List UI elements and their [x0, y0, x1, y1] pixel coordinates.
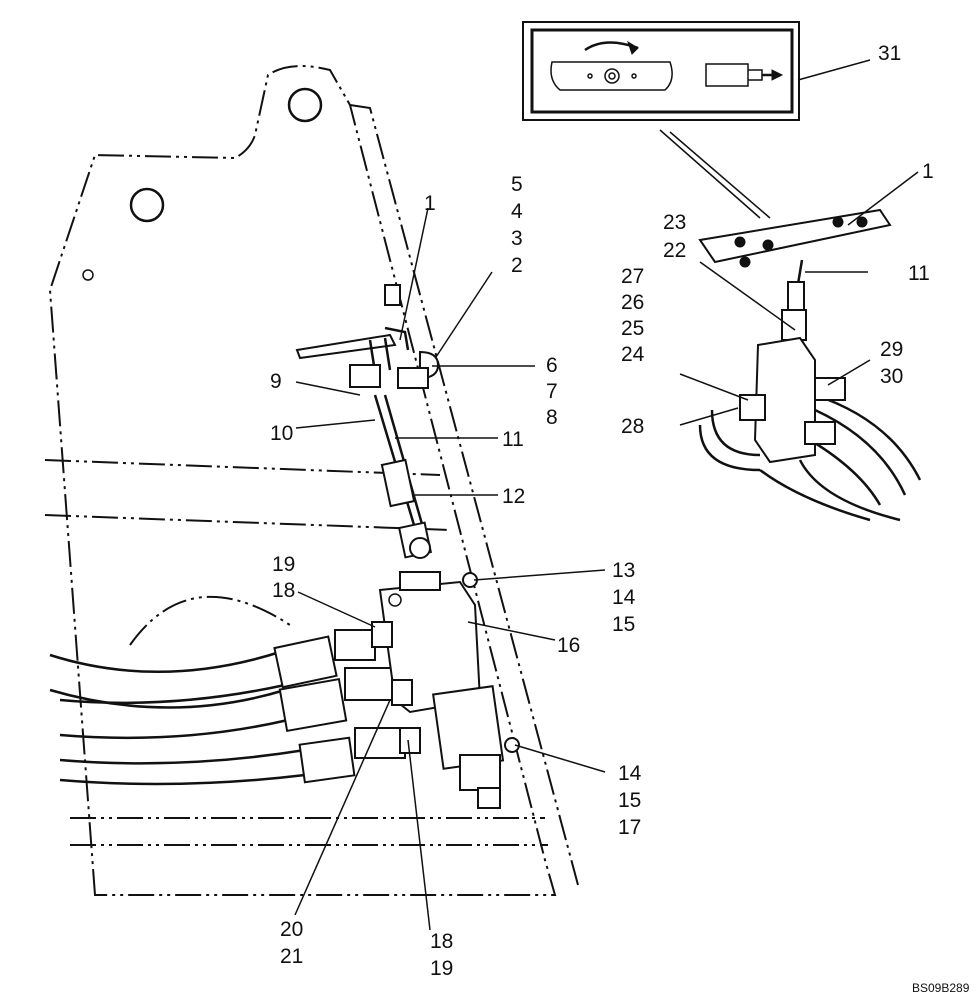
decal-inset	[522, 21, 800, 121]
label-6: 6	[546, 354, 558, 377]
label-25: 25	[621, 317, 644, 340]
label-11-left: 11	[502, 428, 524, 451]
label-20: 20	[280, 918, 303, 941]
label-9: 9	[270, 370, 282, 393]
control-valve-assembly	[371, 571, 520, 809]
label-4: 4	[511, 200, 523, 223]
label-30: 30	[880, 365, 903, 388]
label-17: 17	[618, 816, 641, 839]
label-24: 24	[621, 343, 645, 366]
label-1-left: 1	[424, 192, 436, 215]
loader-frame-outline	[44, 65, 579, 896]
label-15-top: 15	[612, 613, 635, 636]
label-19-top: 19	[272, 553, 295, 576]
label-19-bottom: 19	[430, 957, 453, 980]
control-rod-linkage	[295, 284, 440, 559]
label-29: 29	[880, 338, 903, 361]
label-18-top: 18	[272, 579, 295, 602]
callout-labels: 1 5 4 3 2 6 7 8 9 10 11 12 19 18 13 14 1…	[270, 42, 970, 995]
label-14-bottom: 14	[618, 762, 642, 785]
label-22: 22	[663, 239, 686, 262]
label-1-right: 1	[922, 160, 934, 183]
reference-code: BS09B289	[912, 981, 970, 995]
label-31: 31	[878, 42, 901, 65]
label-2: 2	[511, 254, 523, 277]
label-23: 23	[663, 211, 686, 234]
label-21: 21	[280, 945, 303, 968]
label-27: 27	[621, 265, 644, 288]
label-3: 3	[511, 227, 523, 250]
hydraulic-hoses	[49, 629, 406, 786]
label-15-bottom: 15	[618, 789, 641, 812]
label-14-top: 14	[612, 586, 636, 609]
valve-closeup-inset	[698, 208, 922, 522]
label-10: 10	[270, 422, 293, 445]
label-12: 12	[502, 485, 525, 508]
label-8: 8	[546, 406, 558, 429]
label-28: 28	[621, 415, 644, 438]
label-18-bottom: 18	[430, 930, 453, 953]
label-26: 26	[621, 291, 644, 314]
label-7: 7	[546, 380, 558, 403]
label-11-right: 11	[908, 262, 930, 285]
label-5: 5	[511, 173, 523, 196]
leader-lines	[294, 59, 919, 931]
label-13: 13	[612, 559, 635, 582]
label-16: 16	[557, 634, 580, 657]
